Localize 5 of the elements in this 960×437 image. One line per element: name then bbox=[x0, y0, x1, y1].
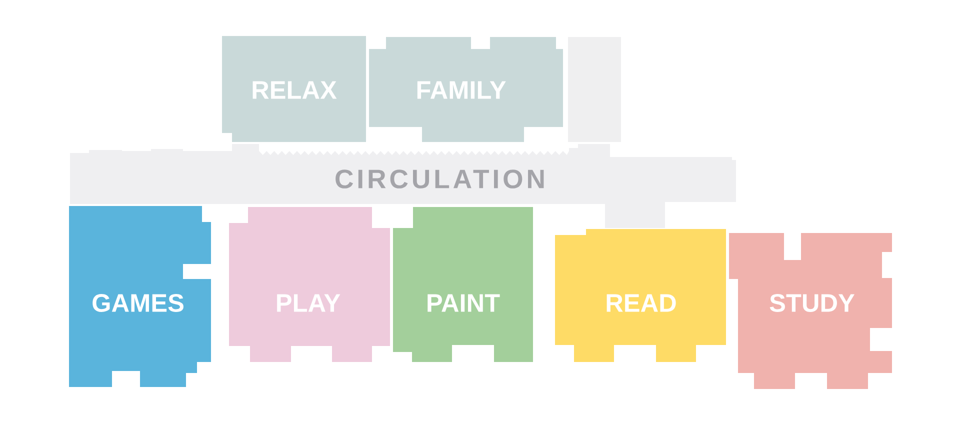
room-block: READ bbox=[555, 229, 726, 362]
room-block: STUDY bbox=[729, 233, 892, 389]
room-block: PAINT bbox=[393, 207, 533, 362]
room-block: GAMES bbox=[69, 206, 211, 387]
corridor-band: CIRCULATION bbox=[70, 144, 736, 228]
